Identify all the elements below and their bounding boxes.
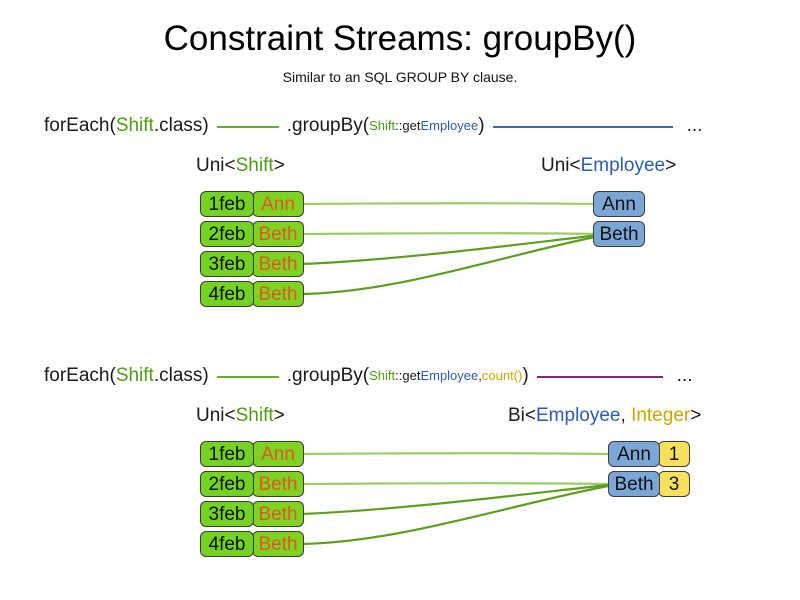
left-label-type: Shift	[235, 405, 274, 426]
for-each-prefix: forEach(	[44, 115, 116, 136]
group-by-arg-sep: ::get	[395, 368, 421, 383]
left-label-prefix: Uni<	[196, 155, 236, 176]
employee-row: Ann	[593, 191, 645, 217]
section-2-code-line: forEach(Shift.class) .groupBy(Shift::get…	[44, 362, 764, 390]
employee-name-cell: Beth	[593, 221, 645, 247]
shift-row: 3feb Beth	[200, 501, 304, 527]
right-label-type: Employee	[536, 405, 621, 426]
shift-row: 2feb Beth	[200, 471, 304, 497]
right-label-type: Employee	[580, 155, 666, 176]
right-label-suffix: >	[665, 155, 677, 176]
employee-name-cell: Ann	[608, 441, 660, 467]
employee-name-cell: Ann	[593, 191, 645, 217]
section-1-left-type-label: Uni<Shift>	[196, 154, 285, 178]
shift-employee-cell: Ann	[252, 191, 304, 217]
right-label-prefix: Bi<	[508, 405, 536, 426]
shift-date-cell: 4feb	[200, 531, 254, 557]
group-by-suffix: )	[522, 365, 529, 386]
right-label-prefix: Uni<	[541, 155, 581, 176]
shift-date-cell: 3feb	[200, 501, 254, 527]
for-each-type: Shift	[115, 365, 154, 386]
shift-row: 1feb Ann	[200, 191, 304, 217]
shift-date-cell: 1feb	[200, 441, 254, 467]
employee-row: Beth	[593, 221, 645, 247]
employee-count-cell: 3	[658, 471, 690, 497]
shift-employee-cell: Ann	[252, 441, 304, 467]
shift-employee-cell: Beth	[252, 501, 304, 527]
right-label-sep: ,	[620, 405, 632, 426]
group-by-arg-sep: ::get	[395, 118, 421, 133]
section-2-right-type-label: Bi<Employee, Integer>	[508, 404, 701, 428]
shift-employee-cell: Beth	[252, 221, 304, 247]
section-1-code-line: forEach(Shift.class) .groupBy(Shift::get…	[44, 112, 764, 140]
group-by-arg-prop: Employee	[420, 118, 479, 133]
employee-count-row: Ann 1	[608, 441, 690, 467]
shift-date-cell: 1feb	[200, 191, 254, 217]
for-each-suffix: .class)	[153, 365, 209, 386]
shift-date-cell: 2feb	[200, 221, 254, 247]
shift-date-cell: 2feb	[200, 471, 254, 497]
section-2-links	[301, 452, 609, 546]
green-connector-line	[216, 376, 279, 378]
code-ellipsis: ...	[686, 115, 703, 136]
left-label-suffix: >	[273, 155, 285, 176]
group-by-prefix: .groupBy(	[286, 365, 370, 386]
shift-date-cell: 3feb	[200, 251, 254, 277]
for-each-prefix: forEach(	[44, 365, 116, 386]
employee-count-row: Beth 3	[608, 471, 690, 497]
employee-name-cell: Beth	[608, 471, 660, 497]
group-by-collector: count()	[481, 368, 523, 383]
green-connector-line	[216, 126, 279, 128]
shift-row: 4feb Beth	[200, 281, 304, 307]
left-label-suffix: >	[273, 405, 285, 426]
group-by-prefix: .groupBy(	[286, 115, 370, 136]
page-subtitle: Similar to an SQL GROUP BY clause.	[282, 69, 518, 85]
shift-row: 4feb Beth	[200, 531, 304, 557]
left-label-prefix: Uni<	[196, 405, 236, 426]
group-by-arg-comma: ,	[478, 368, 482, 383]
employee-count-cell: 1	[658, 441, 690, 467]
page-title: Constraint Streams: groupBy()	[163, 19, 637, 58]
group-by-arg-type: Shift	[369, 368, 396, 383]
group-by-suffix: )	[478, 115, 485, 136]
shift-row: 3feb Beth	[200, 251, 304, 277]
shift-date-cell: 4feb	[200, 281, 254, 307]
for-each-type: Shift	[115, 115, 154, 136]
purple-connector-line	[536, 376, 663, 378]
for-each-suffix: .class)	[153, 115, 209, 136]
code-ellipsis: ...	[676, 365, 693, 386]
blue-connector-line	[492, 126, 673, 128]
section-1-right-type-label: Uni<Employee>	[541, 154, 676, 178]
section-1-links	[301, 202, 601, 296]
shift-employee-cell: Beth	[252, 281, 304, 307]
group-by-arg-prop: Employee	[420, 368, 479, 383]
section-2-left-type-label: Uni<Shift>	[196, 404, 285, 428]
left-label-type: Shift	[235, 155, 274, 176]
right-label-suffix: >	[690, 405, 702, 426]
group-by-arg-type: Shift	[369, 118, 396, 133]
shift-employee-cell: Beth	[252, 531, 304, 557]
shift-row: 2feb Beth	[200, 221, 304, 247]
shift-row: 1feb Ann	[200, 441, 304, 467]
shift-employee-cell: Beth	[252, 251, 304, 277]
right-label-type2: Integer	[631, 405, 691, 426]
shift-employee-cell: Beth	[252, 471, 304, 497]
